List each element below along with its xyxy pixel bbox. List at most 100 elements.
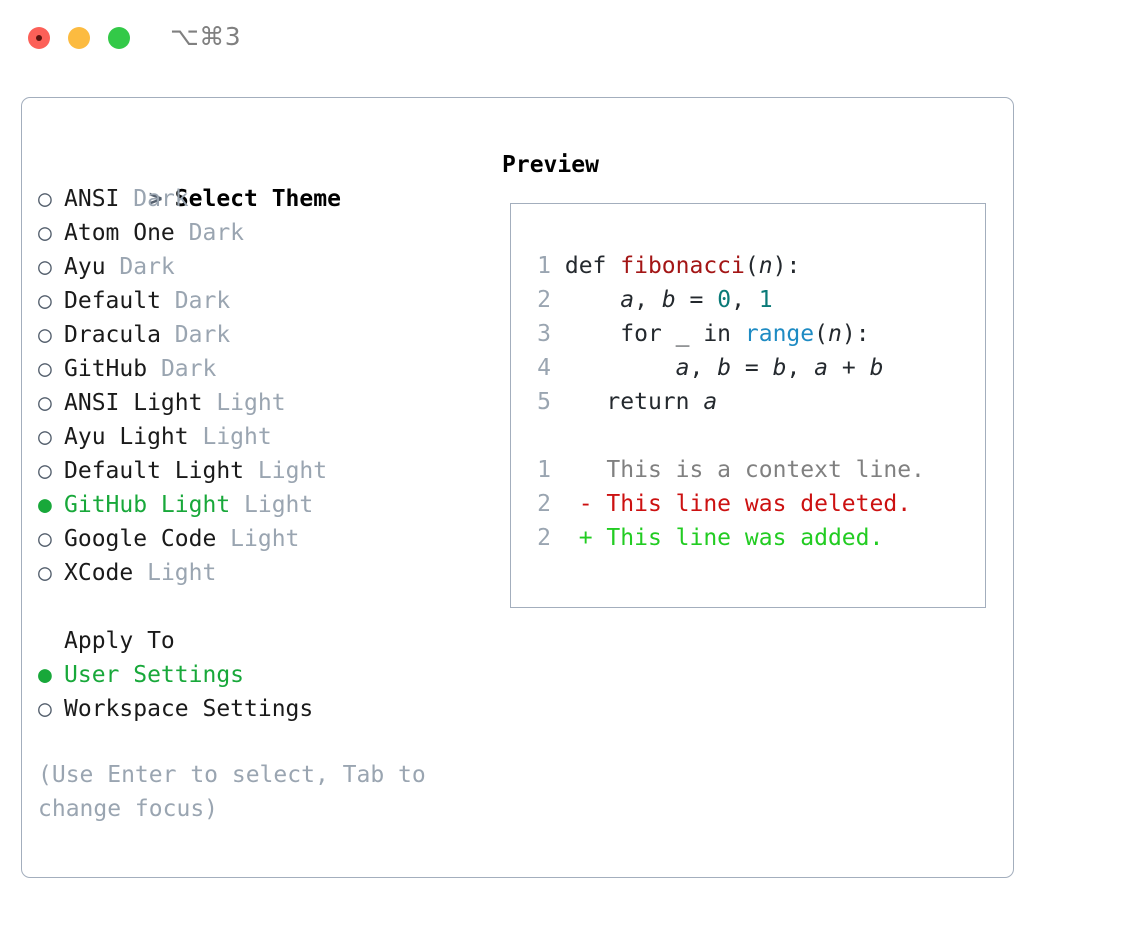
line-number: 4 (537, 355, 551, 381)
theme-name: Ayu (64, 254, 120, 280)
line-number: 5 (537, 389, 551, 415)
radio-unselected-icon[interactable]: ○ (38, 254, 52, 280)
apply-to-label: Workspace Settings (64, 696, 314, 722)
radio-selected-icon[interactable]: ● (38, 492, 52, 518)
code-token: b (772, 355, 787, 381)
section-spacer (38, 590, 488, 624)
minimize-window-button[interactable] (68, 27, 90, 49)
line-number: 2 (537, 287, 551, 313)
code-line: 1 def fibonacci(n): (525, 249, 925, 283)
maximize-window-button[interactable] (108, 27, 130, 49)
line-number: 2 (537, 525, 551, 551)
theme-variant-tag: Dark (133, 186, 189, 212)
code-token: 0 (717, 287, 732, 313)
code-token: a (675, 355, 690, 381)
theme-variant-tag: Light (202, 424, 272, 450)
line-number: 1 (537, 457, 551, 483)
radio-unselected-icon[interactable]: ○ (38, 356, 52, 382)
theme-name: Google Code (64, 526, 231, 552)
apply-to-list: ●User Settings ○ Workspace Settings (38, 658, 488, 726)
code-token: ): (772, 253, 801, 279)
radio-unselected-icon[interactable]: ○ (38, 458, 52, 484)
theme-list: ○ ANSI Dark ○ Atom One Dark ○ Ayu Dark ○ Defaul… (38, 182, 488, 590)
theme-list-item[interactable]: ○ GitHub Dark (38, 352, 488, 386)
theme-name: Atom One (64, 220, 189, 246)
theme-list-item[interactable]: ○Ayu Dark (38, 250, 488, 284)
theme-list-item[interactable]: ○ Google Code Light (38, 522, 488, 556)
theme-name: Default Light (64, 458, 258, 484)
theme-name: Default (64, 288, 175, 314)
apply-to-option[interactable]: ●User Settings (38, 658, 488, 692)
preview-header: Preview (502, 152, 599, 178)
code-token: = (675, 287, 718, 313)
radio-unselected-icon[interactable]: ○ (38, 390, 52, 416)
theme-variant-tag: Dark (160, 356, 217, 382)
theme-list-item[interactable]: ○ANSI Light Light (38, 386, 488, 420)
code-token: fibonacci (620, 253, 745, 279)
theme-list-item[interactable]: ○ XCode Light (38, 556, 488, 590)
code-line: 5 return a (525, 385, 925, 419)
radio-unselected-icon[interactable]: ○ (38, 186, 52, 212)
theme-name: GitHub (64, 356, 161, 382)
diff-text: This line was added. (592, 525, 884, 551)
code-token: b (717, 355, 732, 381)
code-token: , (634, 287, 662, 313)
code-token: a (814, 355, 829, 381)
code-line: 2 a, b = 0, 1 (525, 283, 925, 317)
code-line: 3 for _ in range(n): (525, 317, 925, 351)
code-token: b (661, 287, 676, 313)
code-token (565, 355, 676, 381)
title-bar: ⌥⌘3 (0, 0, 1140, 76)
radio-unselected-icon[interactable]: ○ (38, 220, 52, 246)
code-token (565, 287, 620, 313)
theme-name: ANSI (64, 186, 134, 212)
code-token: = (731, 355, 773, 381)
theme-list-item[interactable]: ○ ANSI Dark (38, 182, 488, 216)
theme-list-item[interactable]: ○Atom One Dark (38, 216, 488, 250)
code-token: a (620, 287, 635, 313)
theme-variant-tag: Light (147, 560, 217, 586)
code-token: a (703, 389, 718, 415)
apply-to-option[interactable]: ○ Workspace Settings (38, 692, 488, 726)
diff-marker: + (578, 525, 593, 551)
theme-list-item[interactable]: ○Ayu Light Light (38, 420, 488, 454)
radio-unselected-icon[interactable]: ○ (38, 696, 52, 722)
select-theme-header-label: Select Theme (174, 186, 341, 212)
diff-marker (579, 457, 593, 483)
code-token: return (564, 389, 704, 415)
theme-selection-column: >Select Theme ○ANSI Dark○Atom One Dark○A… (38, 148, 488, 826)
line-number: 3 (537, 321, 551, 347)
diff-line: 2 - This line was deleted. (525, 487, 925, 521)
radio-unselected-icon[interactable]: ○ (38, 288, 52, 314)
theme-list-item[interactable]: ○Default Light Light (38, 454, 488, 488)
code-token: ( (744, 253, 759, 279)
apply-to-header: Apply To (64, 628, 175, 654)
code-token: , (731, 287, 759, 313)
theme-picker-dialog: >Select Theme ○ANSI Dark○Atom One Dark○A… (21, 97, 1014, 878)
theme-list-item[interactable]: ○Dracula Dark (38, 318, 488, 352)
diff-marker: - (578, 491, 593, 517)
code-line: 4 a, b = b, a + b (525, 351, 925, 385)
radio-unselected-icon[interactable]: ○ (38, 424, 52, 450)
theme-variant-tag: Light (230, 526, 300, 552)
code-token: n (758, 253, 773, 279)
code-token: ): (841, 321, 870, 347)
theme-variant-tag: Light (244, 492, 314, 518)
theme-name: XCode (64, 560, 148, 586)
close-window-button[interactable] (28, 27, 50, 49)
diff-line: 1 This is a context line. (525, 453, 925, 487)
radio-unselected-icon[interactable]: ○ (38, 322, 52, 348)
theme-list-item[interactable]: ●GitHub Light Light (38, 488, 488, 522)
code-token: , (689, 355, 718, 381)
theme-list-item[interactable]: ○ Default Dark (38, 284, 488, 318)
code-token: , (786, 355, 815, 381)
theme-variant-tag: Dark (174, 288, 231, 314)
radio-selected-icon[interactable]: ● (38, 662, 52, 688)
radio-unselected-icon[interactable]: ○ (38, 526, 52, 552)
radio-unselected-icon[interactable]: ○ (38, 560, 52, 586)
line-number: 1 (537, 253, 551, 279)
code-token: b (869, 355, 884, 381)
